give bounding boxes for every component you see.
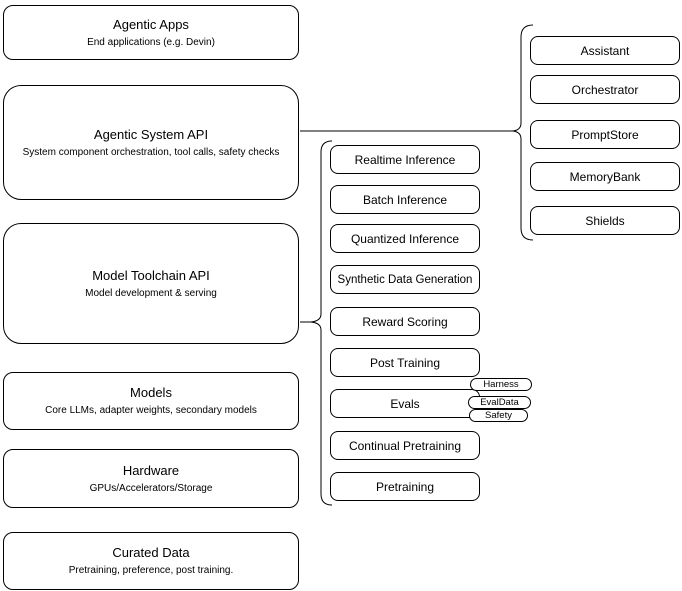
node-hardware: Hardware GPUs/Accelerators/Storage bbox=[3, 449, 299, 508]
node-promptstore: PromptStore bbox=[530, 120, 680, 149]
tag-evaldata: EvalData bbox=[468, 396, 531, 409]
node-title: Agentic System API bbox=[93, 126, 209, 142]
node-label: Post Training bbox=[369, 355, 441, 370]
node-synthetic-data-generation: Synthetic Data Generation bbox=[330, 265, 480, 294]
node-orchestrator: Orchestrator bbox=[530, 75, 680, 104]
node-title: Curated Data bbox=[112, 545, 190, 560]
node-title: Agentic Apps bbox=[113, 16, 189, 32]
node-reward-scoring: Reward Scoring bbox=[330, 307, 480, 336]
node-subtitle: Core LLMs, adapter weights, secondary mo… bbox=[45, 405, 257, 416]
node-pretraining: Pretraining bbox=[330, 472, 480, 501]
node-post-training: Post Training bbox=[330, 348, 480, 377]
node-agentic-apps: Agentic Apps End applications (e.g. Devi… bbox=[3, 5, 299, 60]
node-continual-pretraining: Continual Pretraining bbox=[330, 431, 480, 460]
node-realtime-inference: Realtime Inference bbox=[330, 145, 480, 174]
node-models: Models Core LLMs, adapter weights, secon… bbox=[3, 372, 299, 430]
node-label: Shields bbox=[585, 213, 625, 228]
node-label: Synthetic Data Generation bbox=[337, 273, 473, 286]
node-subtitle: End applications (e.g. Devin) bbox=[87, 36, 215, 48]
node-assistant: Assistant bbox=[530, 36, 680, 65]
toolchain-bracket bbox=[310, 140, 333, 506]
node-label: Realtime Inference bbox=[354, 152, 456, 167]
node-batch-inference: Batch Inference bbox=[330, 185, 480, 214]
node-title: Hardware bbox=[122, 462, 180, 478]
node-curated-data: Curated Data Pretraining, preference, po… bbox=[3, 532, 299, 590]
node-quantized-inference: Quantized Inference bbox=[330, 224, 480, 253]
node-model-toolchain-api: Model Toolchain API Model development & … bbox=[3, 223, 299, 344]
node-label: PromptStore bbox=[571, 127, 639, 142]
node-shields: Shields bbox=[530, 206, 680, 235]
node-label: Pretraining bbox=[375, 479, 435, 494]
node-memorybank: MemoryBank bbox=[530, 162, 680, 191]
node-agentic-system-api: Agentic System API System component orch… bbox=[3, 85, 299, 200]
node-label: MemoryBank bbox=[569, 169, 641, 184]
node-label: Assistant bbox=[580, 43, 630, 58]
node-subtitle: GPUs/Accelerators/Storage bbox=[89, 482, 213, 494]
node-label: Continual Pretraining bbox=[348, 438, 462, 453]
node-label: Orchestrator bbox=[571, 82, 639, 97]
node-title: Model Toolchain API bbox=[92, 267, 210, 283]
tag-safety: Safety bbox=[469, 409, 528, 422]
node-evals: Evals bbox=[330, 389, 480, 418]
system-api-bracket bbox=[512, 24, 534, 241]
tag-label: Safety bbox=[485, 409, 512, 421]
tag-label: Harness bbox=[483, 378, 519, 390]
tag-harness: Harness bbox=[470, 378, 532, 391]
node-label: Quantized Inference bbox=[350, 231, 460, 246]
node-title: Models bbox=[130, 385, 172, 400]
node-subtitle: System component orchestration, tool cal… bbox=[22, 146, 280, 158]
node-label: Batch Inference bbox=[362, 192, 448, 207]
tag-label: EvalData bbox=[480, 396, 519, 408]
node-subtitle: Model development & serving bbox=[85, 287, 217, 299]
node-subtitle: Pretraining, preference, post training. bbox=[68, 565, 234, 576]
node-label: Reward Scoring bbox=[362, 314, 448, 329]
node-label: Evals bbox=[390, 396, 420, 411]
